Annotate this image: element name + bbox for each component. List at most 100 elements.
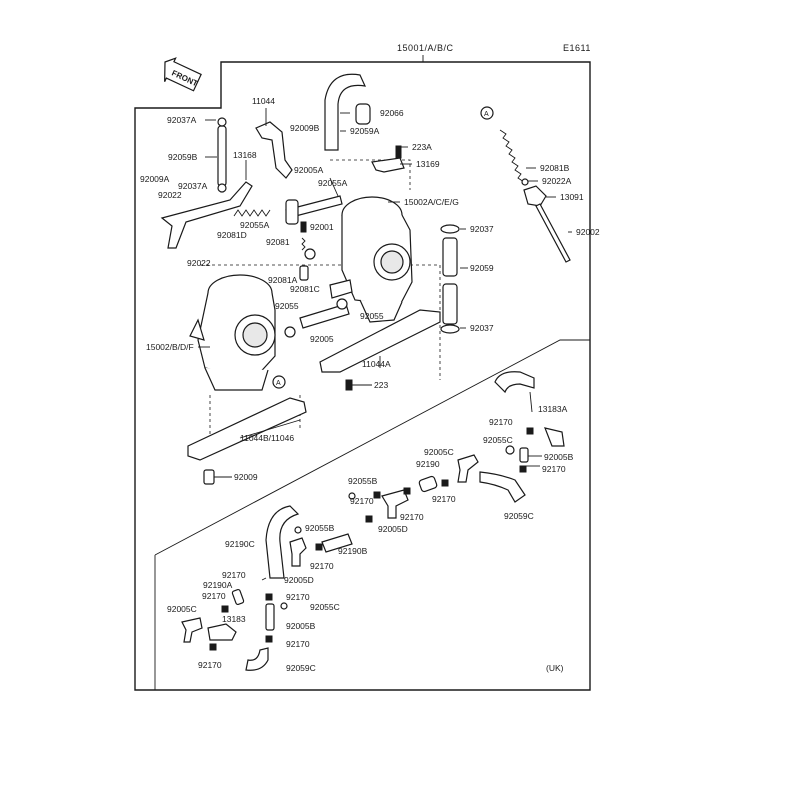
callout: 92170 — [286, 639, 310, 649]
diagram-code-label: E1611 — [563, 43, 591, 53]
callout: 92055 — [360, 311, 384, 321]
callout: 92005D — [284, 575, 314, 585]
bracket-13168 — [160, 181, 253, 249]
callout: 92005A — [294, 165, 324, 175]
hose-92190b — [321, 533, 353, 553]
callout-labels: 11044 92037A 92009B 92066 92059A 223A 13… — [140, 96, 600, 673]
callout: 13168 — [233, 150, 257, 160]
callout: 223A — [412, 142, 432, 152]
pipe-92005b-b — [265, 603, 275, 631]
tee-92005c-b — [181, 617, 203, 643]
screw-92009 — [203, 469, 215, 485]
screw-92001 — [300, 221, 307, 233]
plate-11044a — [319, 309, 441, 373]
hose-92059c-a — [479, 471, 526, 503]
callout: 92009B — [290, 123, 320, 133]
outer-frame — [134, 61, 591, 691]
hose-92059-lower — [442, 283, 458, 325]
oring-92055-right — [336, 298, 348, 310]
callout: 92170 — [432, 494, 456, 504]
callout: 92037A — [167, 115, 197, 125]
bracket-13183 — [207, 623, 237, 641]
hose-92190a — [231, 589, 245, 605]
callout: 92170 — [400, 512, 424, 522]
leader-13183a — [529, 391, 533, 413]
region-label: (UK) — [546, 663, 564, 673]
callout: 11044 — [252, 96, 275, 106]
clamp-92170-i — [209, 643, 217, 651]
callout: 92037 — [470, 224, 494, 234]
hose-92190 — [418, 475, 438, 493]
pipe-92005 — [299, 303, 350, 329]
oring-92055-left — [284, 326, 296, 338]
hose-92059c-b — [245, 647, 269, 671]
callout: 92081 — [266, 237, 290, 247]
spring-92081c — [299, 265, 309, 281]
callout: 11044A — [362, 359, 391, 369]
spring-92081b — [499, 129, 525, 183]
clamp-92170-e — [373, 491, 381, 499]
callout: 92005 — [310, 334, 334, 344]
callout: 92170 — [222, 570, 246, 580]
mark-a-bottom — [272, 375, 286, 389]
callout: 92170 — [350, 496, 374, 506]
hose-92190c — [265, 505, 300, 579]
tee-92005d-b — [289, 537, 307, 567]
callout: 92170 — [198, 660, 222, 670]
callout: 92170 — [542, 464, 566, 474]
clamp-92170-f — [365, 515, 373, 523]
callout: 92005B — [286, 621, 316, 631]
callout: 92055A — [240, 220, 270, 230]
callout: 15002/B/D/F — [146, 342, 194, 352]
assembly-ref-label: 15001/A/B/C — [397, 43, 454, 53]
carburetor-15002b — [189, 274, 276, 391]
washer-92037a-bottom — [217, 183, 227, 193]
callout: 92170 — [202, 591, 226, 601]
washer-92037-bottom — [440, 324, 460, 334]
clip-92022a — [521, 178, 529, 186]
guide-line-2 — [330, 159, 411, 190]
callout: 92059C — [504, 511, 534, 521]
bracket-13169 — [371, 157, 405, 173]
callout: 13091 — [560, 192, 584, 202]
cap-92066 — [355, 103, 371, 125]
clamp-92170-k — [265, 635, 273, 643]
plate-11044b — [187, 397, 307, 461]
callout: 223 — [374, 380, 388, 390]
callout: 13183A — [538, 404, 568, 414]
mark-a-top — [480, 106, 494, 120]
oring-92055b-a — [348, 492, 356, 500]
callout: 92005D — [378, 524, 408, 534]
clamp-92170-a — [526, 427, 534, 435]
callout: 92190C — [225, 539, 255, 549]
carburetor-15002a — [329, 196, 413, 323]
callout: 92055C — [310, 602, 340, 612]
callout: 92055C — [483, 435, 513, 445]
callout: 92001 — [310, 222, 334, 232]
callout: 92005C — [167, 604, 197, 614]
clamp-92170-c — [441, 479, 449, 487]
spring-92081 — [301, 237, 306, 251]
bracket-13183a — [544, 427, 565, 447]
callout: 92081B — [540, 163, 570, 173]
callout: 92081D — [217, 230, 247, 240]
front-direction-icon: FRONT — [164, 57, 202, 92]
lower-group-outline — [154, 339, 590, 690]
callout: 92009A — [140, 174, 170, 184]
callout: 92059A — [350, 126, 380, 136]
callout: 92055A — [318, 178, 348, 188]
oring-92055c-b — [280, 602, 288, 610]
callout: 92022A — [542, 176, 572, 186]
oring-92055b-b — [294, 526, 302, 534]
guide-line-1 — [200, 264, 441, 380]
callout: 15002A/C/E/G — [404, 197, 459, 207]
callout: 92005B — [544, 452, 574, 462]
rod-92059b — [217, 125, 227, 187]
callout: 92005C — [424, 447, 454, 457]
mark-a-top-text: A — [484, 111, 489, 118]
callout: 92190 — [416, 459, 440, 469]
callout: 13183 — [222, 614, 246, 624]
callout: 92081A — [268, 275, 298, 285]
washer-92037-top — [440, 224, 460, 234]
